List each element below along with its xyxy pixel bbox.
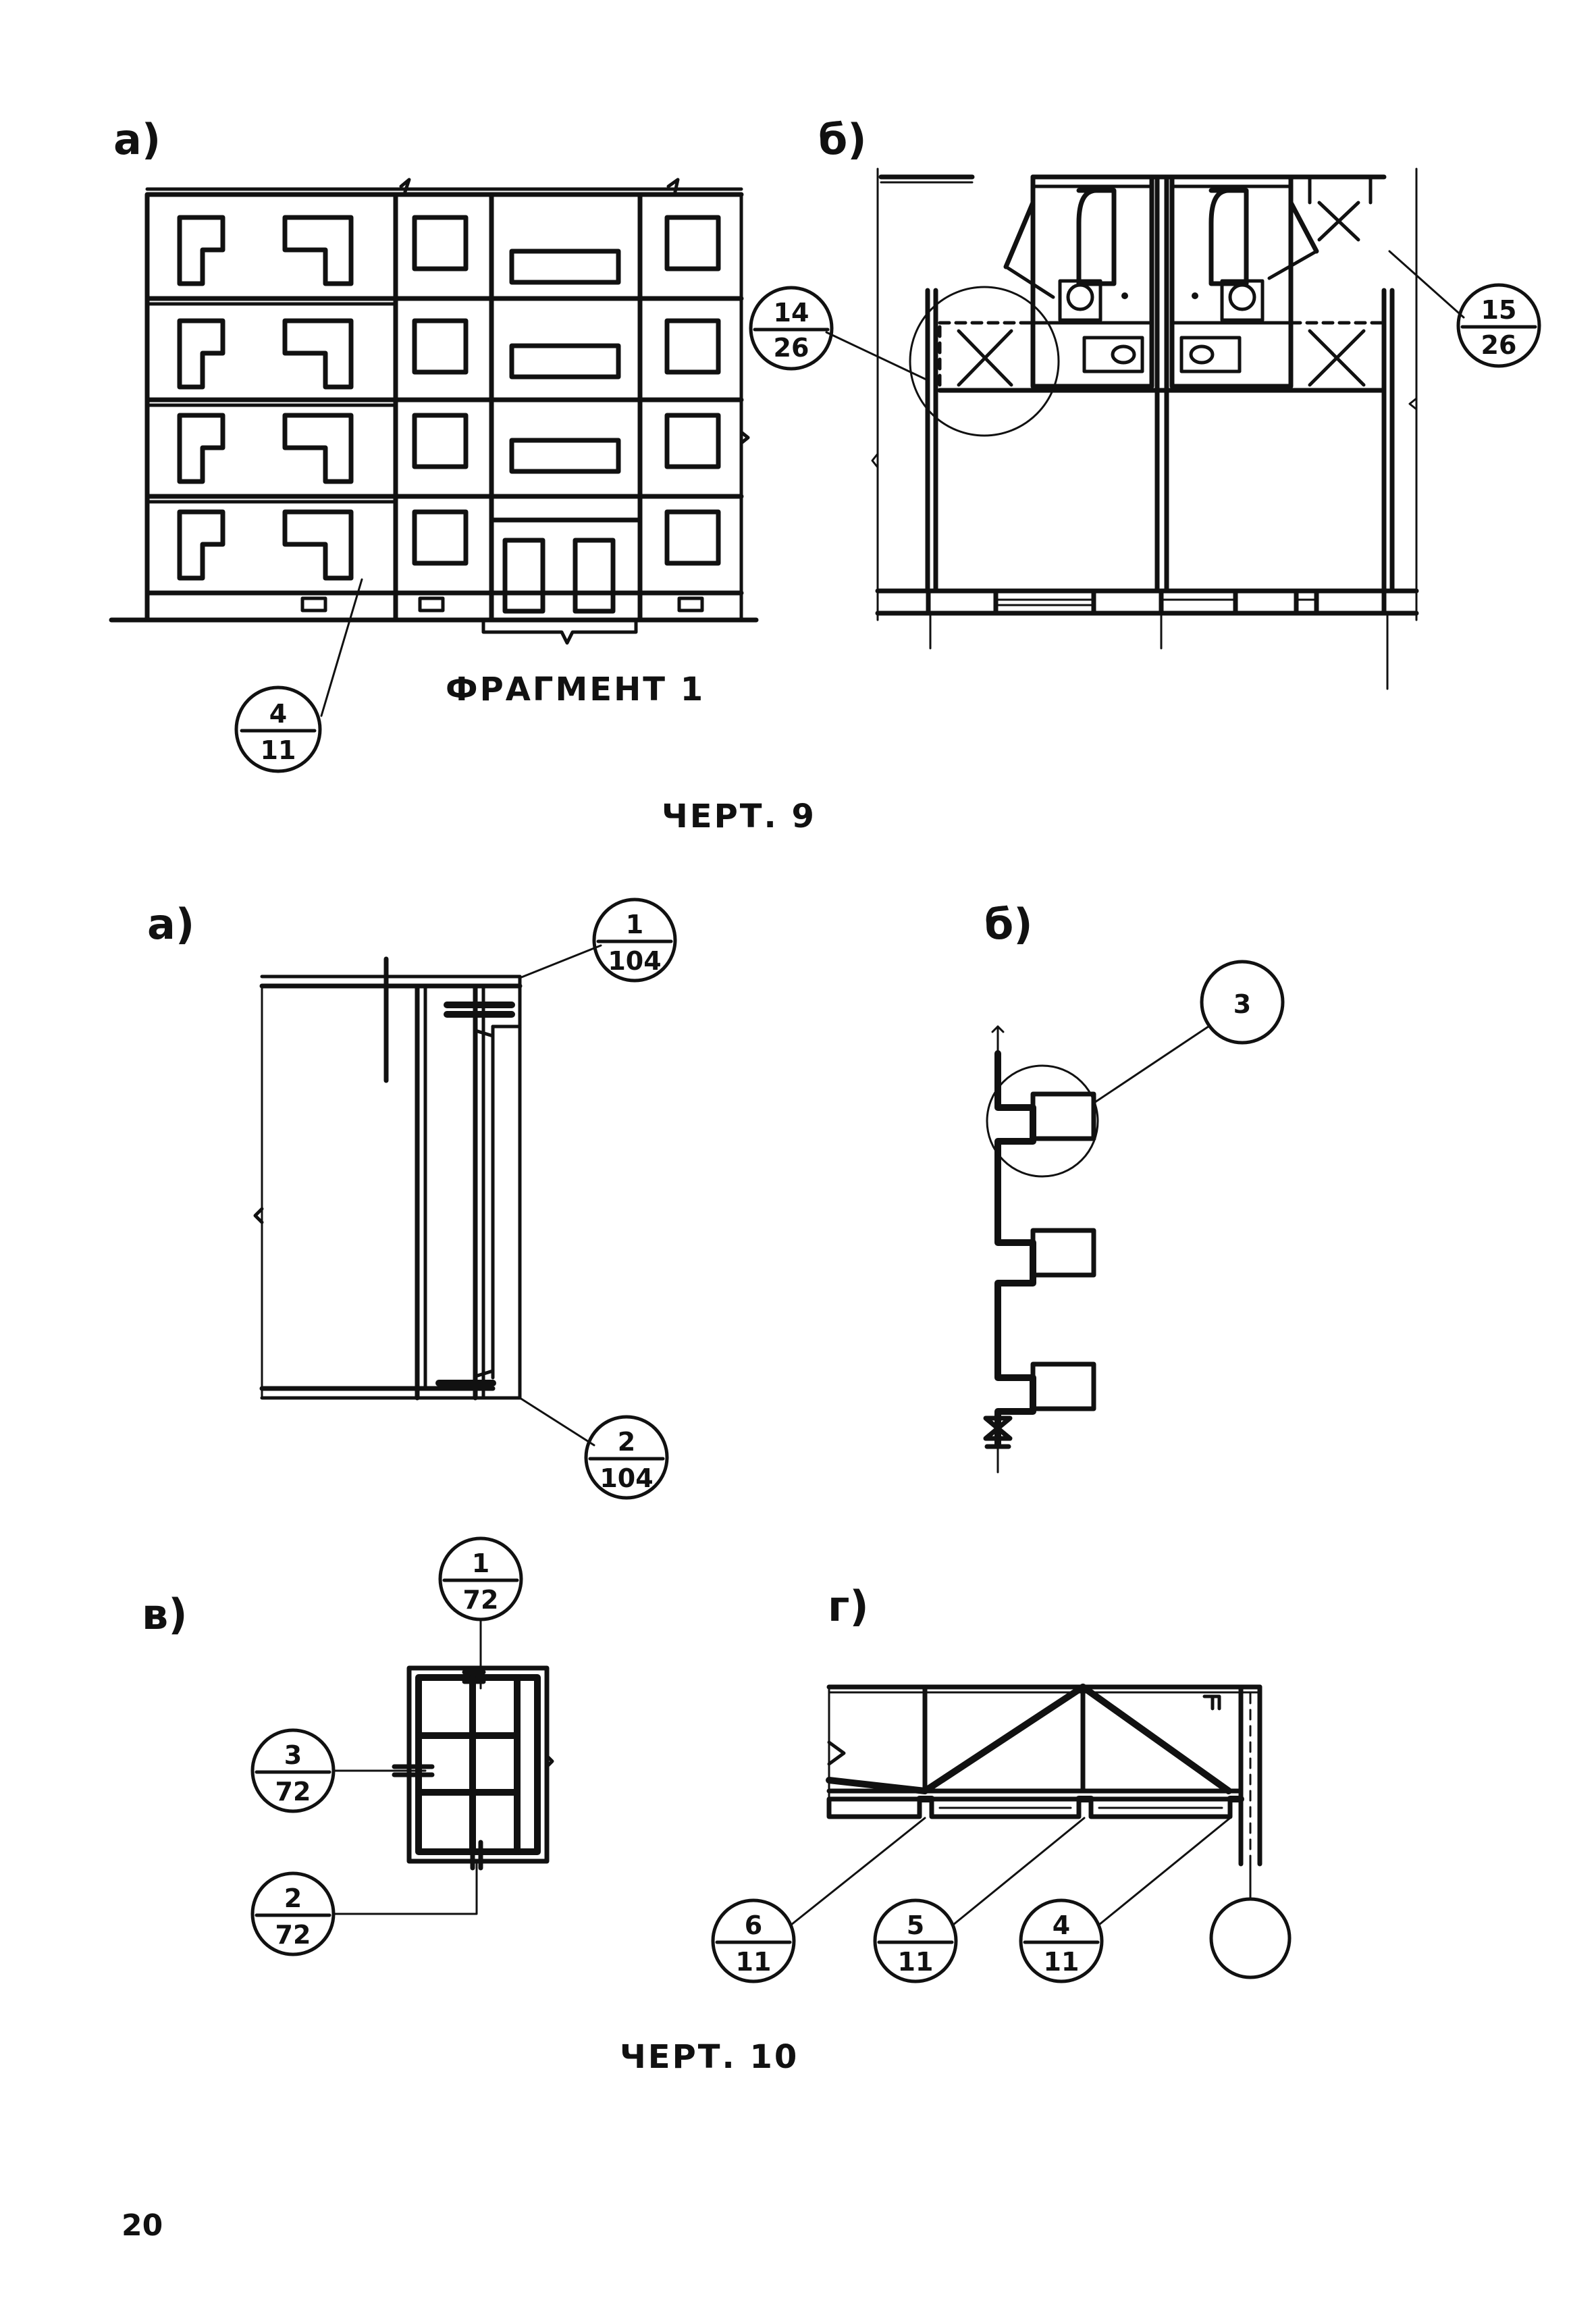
fig10v-callout-bottom: 2 72: [250, 1863, 478, 1956]
figure10-caption: ЧЕРТ. 10: [620, 2038, 799, 2076]
page-number: 20: [122, 2208, 163, 2243]
fig9-panel-b-label: б): [818, 115, 867, 164]
fig9b-callout-left-top: 14: [774, 298, 809, 328]
fig9-panel-a-label: а): [113, 115, 161, 164]
fig10-panel-a-label: а): [147, 900, 194, 949]
fig10g-callout-1: 6 11: [711, 1817, 926, 1983]
fig10g-callout-2: 5 11: [873, 1817, 1086, 1983]
fig10-panel-v-label: в): [142, 1590, 188, 1639]
fig10a-callout-top-bottom: 104: [608, 946, 661, 976]
fig10g-callout-3: 4 11: [1019, 1817, 1231, 1983]
window-section: [253, 956, 523, 1401]
fig10g-callout-2-bottom: 11: [898, 1947, 934, 1977]
fig10-panel-v: в) 1: [142, 1536, 554, 1956]
fig9-panel-b: б): [749, 115, 1541, 690]
fig10a-callout-top-top: 1: [626, 910, 643, 939]
fig10-panel-b: б) 3: [983, 900, 1285, 1474]
fig10v-callout-bottom-bottom: 72: [275, 1920, 311, 1950]
fig10b-callout-number: 3: [1233, 989, 1251, 1019]
fig9b-callout-right-bottom: 26: [1481, 330, 1517, 360]
fig10g-axis-marker: [1209, 1863, 1292, 1979]
fig9a-callout-bottom: 11: [261, 735, 296, 765]
fig10-panel-a: а): [147, 898, 677, 1500]
fig10v-callout-top-top: 1: [472, 1549, 489, 1578]
fig10v-callout-top-bottom: 72: [463, 1585, 499, 1615]
figure-9: а): [109, 115, 1541, 835]
fig9b-callout-left-bottom: 26: [774, 333, 809, 363]
fig10v-callout-mid-top: 3: [284, 1740, 302, 1770]
fig10a-callout-bottom-top: 2: [618, 1427, 635, 1457]
fig9a-callout-top: 4: [269, 699, 287, 729]
fig9b-callout-right-top: 15: [1481, 295, 1517, 325]
fig9-panel-a: а): [109, 115, 759, 773]
stair-windows: [489, 249, 643, 614]
fig10g-callout-1-top: 6: [745, 1911, 762, 1940]
fig10b-callout: 3: [986, 960, 1285, 1178]
fig10g-callout-3-bottom: 11: [1044, 1947, 1080, 1977]
fig10a-callout-bottom-bottom: 104: [600, 1463, 653, 1493]
fig9b-callout-right: 15 26: [1388, 250, 1541, 368]
fig10a-callout-bottom: 2 104: [518, 1397, 669, 1500]
heating-riser: [983, 1025, 1096, 1474]
window-grid: [392, 1665, 554, 1871]
fig9b-callout-left: 14 26: [749, 286, 1060, 437]
truss-elevation: [826, 1684, 1262, 1867]
fig10v-callout-mid: 3 72: [250, 1728, 427, 1813]
fig10a-callout-top: 1 104: [518, 898, 677, 983]
facade-elevation: [109, 178, 759, 623]
fig9a-callout: 4 11: [234, 578, 363, 773]
l-windows: [177, 215, 354, 581]
fragment-bracket: [481, 618, 638, 645]
fig10-panel-g-label: г): [828, 1582, 869, 1631]
fig10g-callout-1-bottom: 11: [736, 1947, 772, 1977]
fig10v-callout-top: 1 72: [438, 1536, 523, 1690]
figure9-caption: ЧЕРТ. 9: [662, 798, 816, 835]
square-windows: [412, 215, 721, 566]
figure-10: а): [142, 898, 1292, 2076]
fig10g-callout-3-top: 4: [1053, 1911, 1070, 1940]
fig10-panel-g: г): [711, 1582, 1292, 1983]
fig10v-callout-mid-bottom: 72: [275, 1777, 311, 1807]
fig10v-callout-bottom-top: 2: [284, 1883, 302, 1913]
basement-vents: [300, 596, 704, 613]
fragment-label: ФРАГМЕНТ 1: [446, 671, 705, 708]
floor-plan: [871, 167, 1419, 690]
fig10g-callout-2-top: 5: [907, 1911, 924, 1940]
fig10-panel-b-label: б): [984, 900, 1033, 949]
